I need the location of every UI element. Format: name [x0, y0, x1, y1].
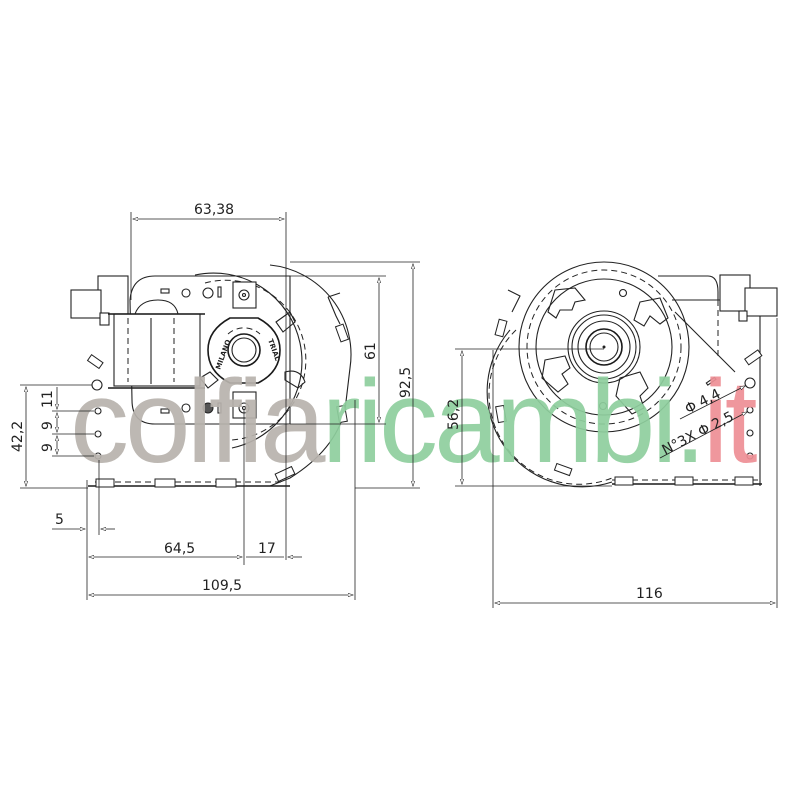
dim-63-38: 63,38 [194, 202, 234, 218]
right-view [486, 261, 778, 488]
dim-5: 5 [55, 512, 64, 528]
left-dimensions: 63,38 61 92,5 42,2 11 9 9 5 [10, 202, 420, 600]
dim-92-5: 92,5 [398, 367, 414, 398]
dim-109-5: 109,5 [202, 578, 242, 594]
dim-42-2: 42,2 [10, 421, 26, 452]
dim-9b: 9 [40, 443, 56, 452]
left-view: MILANO TRIAL [70, 264, 352, 488]
dim-9a: 9 [40, 421, 56, 430]
dim-64-5: 64,5 [164, 541, 195, 557]
dim-17: 17 [258, 541, 276, 557]
dim-56-2: 56,2 [446, 399, 462, 430]
dim-61: 61 [363, 342, 379, 360]
dim-11: 11 [40, 390, 56, 408]
dim-116: 116 [636, 586, 663, 602]
